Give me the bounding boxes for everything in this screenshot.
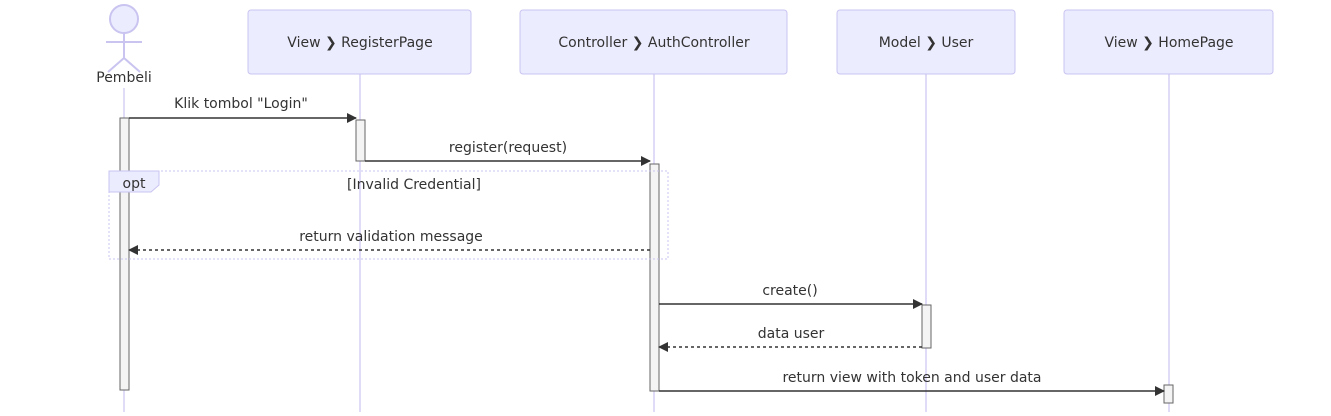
person-stick-figure-icon [106,4,142,73]
actor-label: Pembeli [96,70,151,86]
message-label: return view with token and user data [782,370,1041,386]
message-data-user: data user [658,326,922,352]
fragment-condition: [Invalid Credential] [347,177,481,193]
participant-label: View ❯ RegisterPage [287,35,432,51]
message-label: Klik tombol "Login" [174,96,308,112]
participant-registerpage: View ❯ RegisterPage [247,9,472,75]
message-register: register(request) [365,140,651,166]
participant-user: Model ❯ User [836,9,1016,75]
activation-homepage [1163,384,1174,404]
activation-authcontroller [649,163,660,392]
fragment-keyword: opt [123,176,146,192]
activation-registerpage [355,119,366,162]
message-label: register(request) [449,140,567,156]
activation-user [921,304,932,349]
opt-fragment: opt [Invalid Credential] [108,170,669,260]
message-create: create() [659,283,923,309]
message-label: return validation message [299,229,483,245]
participant-label: Controller ❯ AuthController [558,35,749,51]
message-klik-login: Klik tombol "Login" [129,96,357,123]
message-label: create() [762,283,817,299]
participant-authcontroller: Controller ❯ AuthController [519,9,788,75]
participant-label: Model ❯ User [879,35,974,51]
message-label: data user [758,326,825,342]
activation-pembeli [119,117,130,391]
participant-homepage: View ❯ HomePage [1063,9,1274,75]
participant-label: View ❯ HomePage [1104,35,1233,51]
message-return-validation: return validation message [128,229,650,255]
message-return-view: return view with token and user data [659,370,1165,396]
actor-pembeli: Pembeli [96,4,152,86]
